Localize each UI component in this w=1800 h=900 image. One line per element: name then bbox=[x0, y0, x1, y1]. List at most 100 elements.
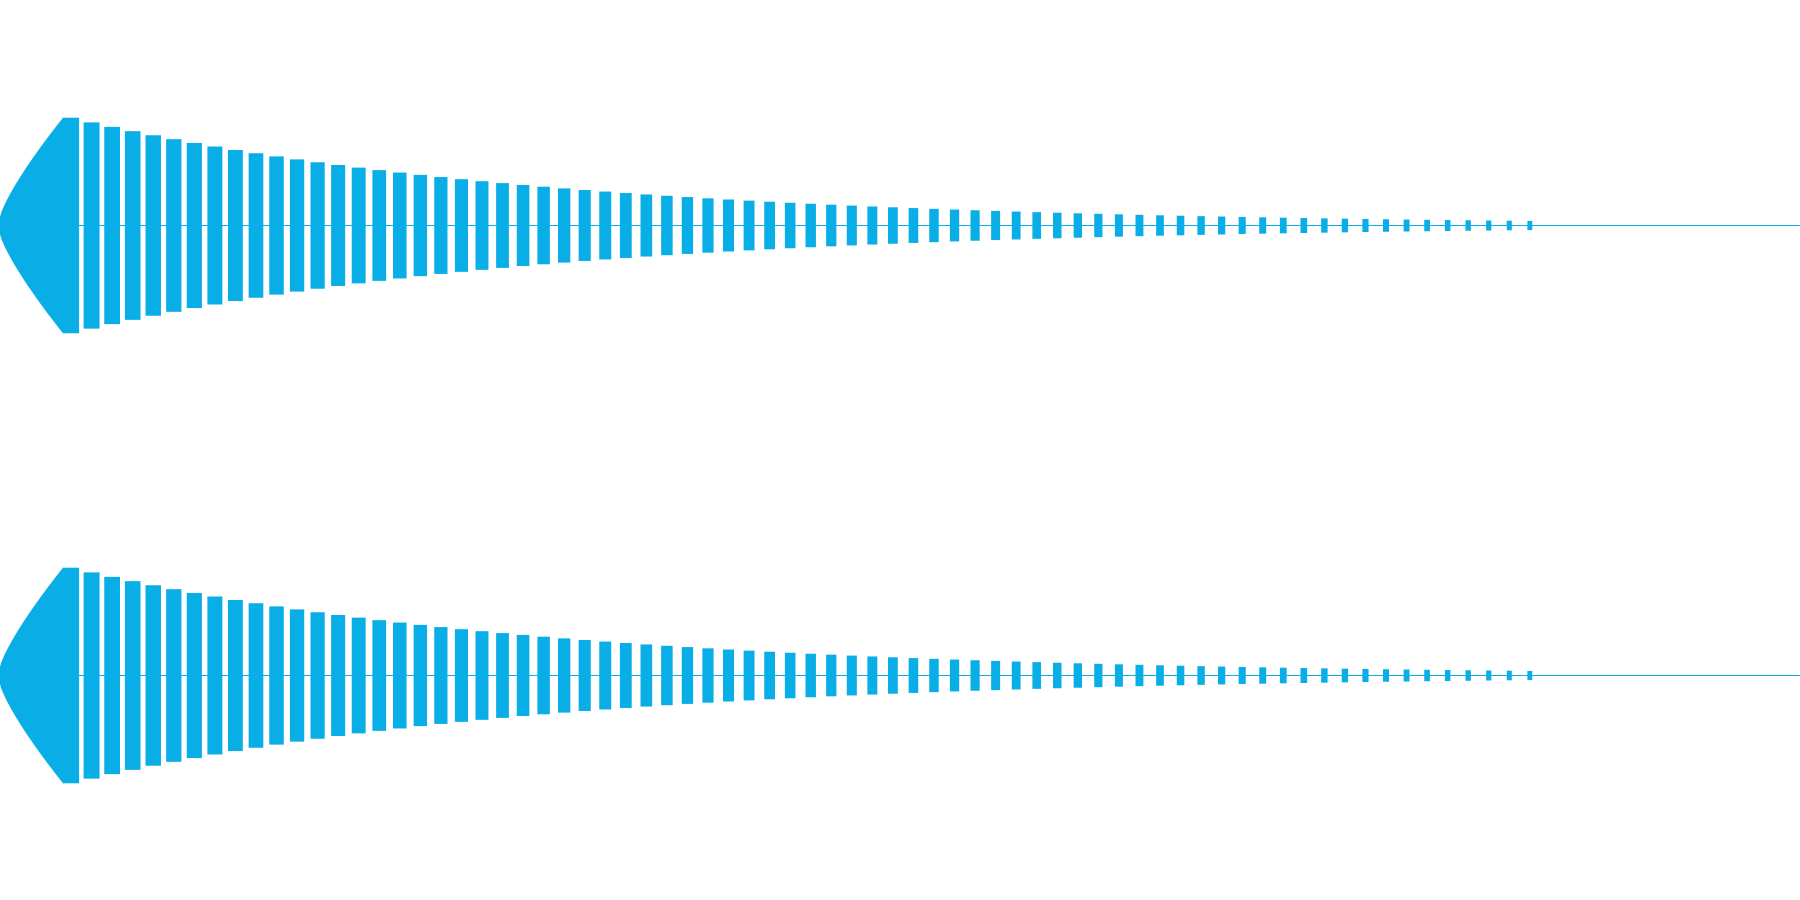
waveform-pulse bbox=[1321, 218, 1328, 233]
waveform-pulse bbox=[1341, 668, 1349, 683]
waveform-pulse bbox=[537, 186, 550, 265]
waveform-pulse bbox=[805, 653, 816, 698]
waveform-pulse bbox=[949, 659, 960, 692]
waveform-pulse bbox=[1238, 216, 1246, 235]
waveform-pulse bbox=[1486, 670, 1492, 681]
waveform-pulse bbox=[846, 655, 857, 696]
waveform-pulse bbox=[723, 199, 735, 252]
waveform-pulse bbox=[599, 191, 612, 260]
waveform-pulse bbox=[393, 172, 407, 279]
waveform-channel-2[interactable] bbox=[0, 450, 1800, 900]
waveform-pulse bbox=[454, 629, 468, 722]
waveform-pulse bbox=[516, 634, 530, 717]
waveform-pulse bbox=[289, 609, 305, 742]
waveform-pulse bbox=[1403, 669, 1410, 682]
waveform-pulse bbox=[723, 649, 735, 702]
waveform-pulse bbox=[1279, 217, 1287, 234]
waveform-pulse bbox=[1259, 217, 1267, 234]
waveform-pulse bbox=[867, 206, 878, 245]
waveform-pulse bbox=[83, 572, 100, 779]
waveform-pulse bbox=[1197, 216, 1205, 235]
waveform-pulse bbox=[1135, 664, 1144, 687]
waveform-pulse bbox=[1424, 219, 1430, 232]
waveform-pulse bbox=[1114, 214, 1123, 237]
waveform-channel-1[interactable] bbox=[0, 0, 1800, 450]
waveform-pulse bbox=[104, 126, 121, 325]
waveform-pulse bbox=[207, 596, 223, 755]
waveform-pulse bbox=[351, 167, 366, 284]
waveform-pulse bbox=[970, 660, 980, 691]
waveform-pulse bbox=[434, 177, 448, 274]
waveform-pulse bbox=[1321, 668, 1328, 683]
waveform-pulse bbox=[310, 162, 325, 289]
waveform-pulse bbox=[1032, 662, 1042, 689]
waveform-pulse bbox=[1032, 212, 1042, 239]
waveform-pulse bbox=[124, 131, 141, 320]
waveform-pulse bbox=[805, 203, 816, 248]
waveform-pulse bbox=[372, 170, 387, 281]
waveform-pulse bbox=[578, 190, 591, 261]
waveform-pulse bbox=[1444, 670, 1451, 681]
waveform-pulse bbox=[1114, 664, 1123, 687]
waveform-pulse bbox=[1135, 214, 1144, 237]
waveform-pulse bbox=[1486, 220, 1492, 231]
waveform-pulse bbox=[1403, 219, 1410, 232]
waveform-pulse bbox=[413, 624, 428, 727]
waveform-pulse bbox=[228, 149, 243, 302]
waveform-pulse bbox=[826, 654, 837, 697]
waveform-pulse bbox=[1444, 220, 1451, 231]
waveform-pulse bbox=[743, 200, 755, 251]
waveform-pulse bbox=[764, 651, 775, 700]
waveform-pulse bbox=[83, 122, 100, 329]
waveform-pulse bbox=[496, 633, 509, 718]
waveform-pulse bbox=[1176, 215, 1185, 236]
waveform-pulse bbox=[186, 142, 202, 309]
waveform-pulse bbox=[1053, 212, 1062, 239]
waveform-pulse bbox=[1259, 667, 1267, 684]
waveform-pulse bbox=[1011, 211, 1021, 240]
waveform-pulse bbox=[63, 117, 80, 334]
waveform-pulse bbox=[1094, 213, 1103, 238]
waveform-pulse bbox=[1383, 219, 1389, 232]
waveform-pulse bbox=[145, 135, 161, 316]
waveform-pulse bbox=[1424, 669, 1430, 682]
waveform-pulse bbox=[619, 643, 632, 708]
waveform-channel-2-svg bbox=[0, 567, 1800, 784]
waveform-pulse bbox=[764, 201, 775, 250]
waveform-bars bbox=[0, 117, 1533, 334]
waveform-pulse bbox=[1053, 662, 1062, 689]
waveform-pulse bbox=[784, 652, 796, 699]
waveform-pulse bbox=[454, 179, 468, 272]
waveform-pulse bbox=[991, 660, 1001, 691]
waveform-pulse bbox=[496, 183, 509, 268]
waveform-pulse bbox=[1156, 215, 1164, 236]
waveform-pulse bbox=[702, 198, 714, 253]
waveform-pulse bbox=[1011, 661, 1021, 690]
waveform-pulse bbox=[702, 648, 714, 703]
waveform-pulse bbox=[1300, 668, 1308, 683]
waveform-pulse bbox=[1362, 218, 1369, 233]
waveform-pulse bbox=[888, 207, 898, 244]
waveform-pulse bbox=[166, 139, 182, 312]
waveform-pulse bbox=[1527, 670, 1533, 681]
waveform-pulse bbox=[434, 627, 448, 724]
waveform-pulse bbox=[619, 193, 632, 258]
waveform-pulse bbox=[1156, 665, 1164, 686]
waveform-pulse bbox=[681, 197, 694, 254]
waveform-pulse bbox=[228, 599, 243, 752]
waveform-pulse bbox=[743, 650, 755, 701]
waveform-pulse bbox=[1094, 663, 1103, 688]
waveform-pulse bbox=[784, 202, 796, 249]
waveform-attack bbox=[0, 567, 64, 784]
waveform-pulse bbox=[867, 656, 878, 695]
waveform-pulse bbox=[1218, 666, 1226, 685]
waveform-pulse bbox=[929, 658, 939, 693]
waveform-pulse bbox=[124, 581, 141, 770]
waveform-pulse bbox=[413, 174, 428, 277]
waveform-pulse bbox=[846, 205, 857, 246]
waveform-pulse bbox=[1073, 663, 1082, 688]
waveform-attack bbox=[0, 117, 64, 334]
waveform-pulse bbox=[661, 645, 673, 706]
waveform-pulse bbox=[248, 603, 264, 748]
